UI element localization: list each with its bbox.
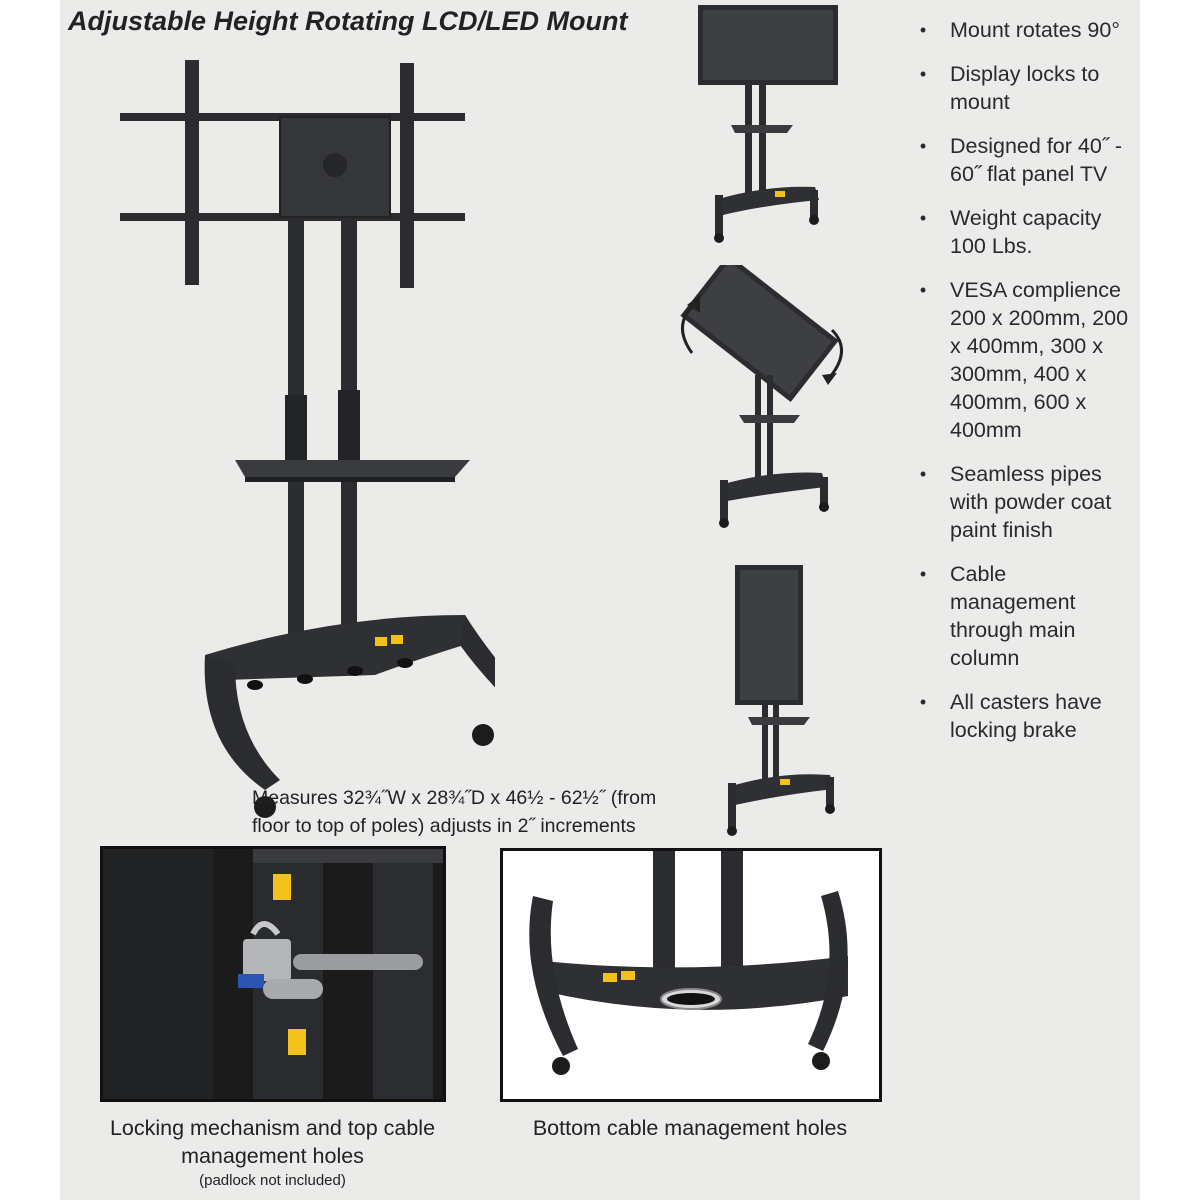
page-title: Adjustable Height Rotating LCD/LED Mount	[68, 6, 628, 36]
bullet-dot: •	[919, 136, 927, 156]
feature-item: •Mount rotates 90°	[916, 16, 1136, 44]
main-stand-drawing	[120, 60, 495, 818]
feature-list: •Mount rotates 90° •Display locks to mou…	[916, 16, 1136, 760]
padlock-note: (padlock not included)	[199, 1172, 346, 1189]
feature-item: •Weight capacity 100 Lbs.	[916, 204, 1136, 260]
bullet-dot: •	[919, 280, 927, 300]
bullet-dot: •	[919, 64, 927, 84]
bullet-dot: •	[919, 20, 927, 40]
bullet-dot: •	[919, 464, 927, 484]
feature-item: •Seamless pipes with powder coat paint f…	[916, 460, 1136, 544]
locking-mechanism-drawing	[103, 849, 443, 1099]
stand-portrait-image	[720, 565, 850, 840]
bottom-caption: Bottom cable management holes	[500, 1114, 880, 1142]
bullet-dot: •	[919, 564, 927, 584]
stand-rotating-image	[672, 265, 852, 535]
main-stand-image	[115, 55, 495, 825]
stand-landscape-image	[695, 5, 845, 250]
measurements-line2: floor to top of poles) adjusts in 2˝ inc…	[252, 815, 636, 837]
bullet-dot: •	[919, 692, 927, 712]
bottom-caption-text: Bottom cable management holes	[532, 1116, 848, 1140]
measurements-text: Measures 32¾˝W x 28¾˝D x 46½ - 62½˝ (fro…	[252, 784, 722, 840]
feature-item: •All casters have locking brake	[916, 688, 1136, 744]
measurements-line1: Measures 32¾˝W x 28¾˝D x 46½ - 62½˝ (fro…	[252, 787, 657, 809]
locking-caption: Locking mechanism and top cable manageme…	[80, 1114, 465, 1192]
rotate-arrow-icon	[681, 303, 696, 354]
stand-landscape-drawing	[698, 5, 838, 243]
rotate-arrow-icon	[828, 328, 843, 378]
bottom-cable-photo	[500, 848, 882, 1102]
stand-portrait-drawing	[727, 565, 835, 836]
feature-item: •Designed for 40˝ - 60˝ flat panel TV	[916, 132, 1136, 188]
feature-item: •Cable management through main column	[916, 560, 1136, 672]
product-sheet: Adjustable Height Rotating LCD/LED Mount	[60, 0, 1140, 1200]
locking-mechanism-photo	[100, 846, 446, 1102]
locking-caption-line2: management holes	[181, 1144, 364, 1168]
bullet-dot: •	[919, 208, 927, 228]
stand-rotating-drawing	[680, 265, 843, 528]
locking-caption-line1: Locking mechanism and top cable	[109, 1116, 436, 1140]
bottom-cable-drawing	[503, 851, 879, 1099]
feature-item: •VESA complience 200 x 200mm, 200 x 400m…	[916, 276, 1136, 444]
feature-item: •Display locks to mount	[916, 60, 1136, 116]
